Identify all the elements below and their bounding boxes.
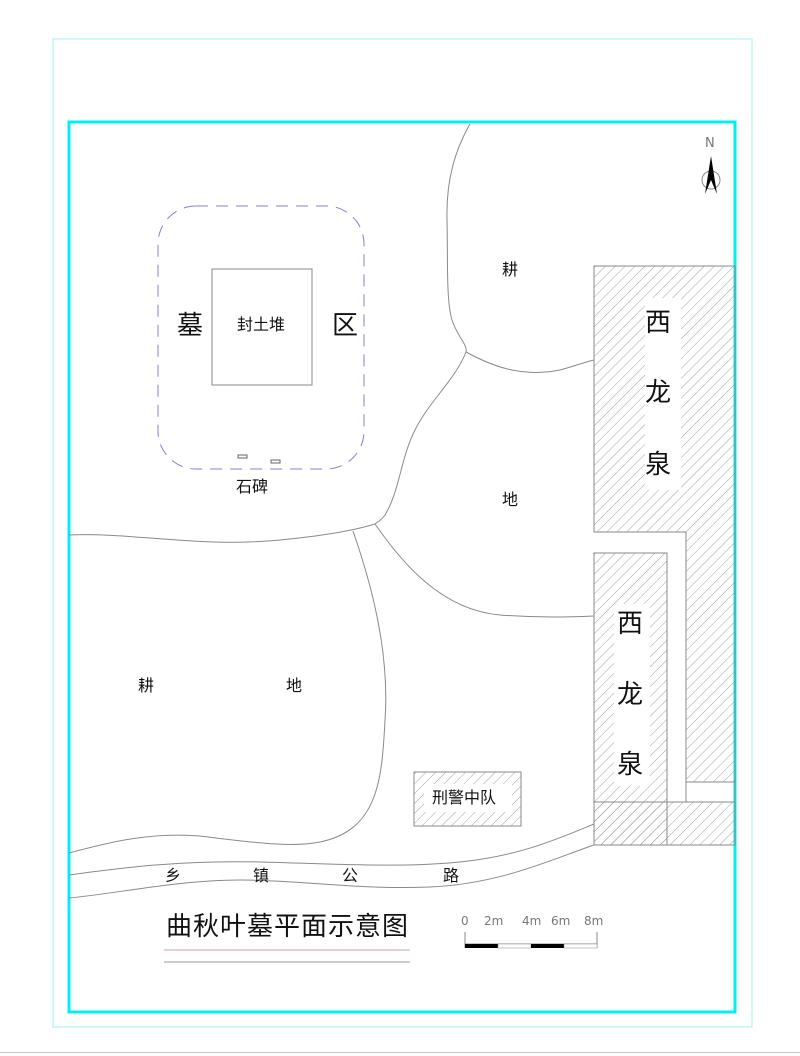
north-arrow-icon (701, 156, 721, 194)
spring-lower-char-2: 龙 (617, 680, 644, 710)
spring-upper-char-1: 西 (645, 308, 672, 338)
spring-upper-char-2: 龙 (645, 378, 672, 408)
spring-upper-area (593, 265, 736, 846)
mound-rect (211, 268, 313, 386)
mound-label: 封土堆 (237, 315, 286, 334)
scale-tick-2m: 2m (484, 914, 504, 928)
stele-marker-1 (237, 454, 248, 459)
scale-tick-6m: 6m (551, 914, 571, 928)
spring-upper-char-3: 泉 (645, 450, 672, 480)
road-char-2: 镇 (253, 866, 270, 885)
scale-bar (464, 932, 598, 949)
scale-tick-4m: 4m (522, 914, 542, 928)
outer-frame (52, 38, 753, 1028)
farmland-ne-bottom: 地 (502, 490, 519, 509)
police-station-label: 刑警中队 (432, 788, 497, 807)
spring-lower-char-3: 泉 (617, 750, 644, 780)
tomb-area-label-left: 墓 (177, 311, 204, 341)
spring-lower-char-1: 西 (617, 609, 644, 639)
page-bottom-rule (0, 1052, 800, 1053)
stele-marker-2 (270, 459, 281, 464)
farmland-sw-right: 地 (286, 676, 303, 695)
scale-tick-0: 0 (461, 914, 469, 928)
farmland-ne-top: 耕 (502, 260, 519, 279)
road-char-4: 路 (443, 866, 460, 885)
north-label: N (705, 136, 715, 151)
road-char-3: 公 (342, 866, 359, 885)
scale-tick-8m: 8m (584, 914, 604, 928)
farmland-sw-left: 耕 (138, 676, 155, 695)
tomb-area-label-right: 区 (332, 311, 359, 341)
map-title: 曲秋叶墓平面示意图 (166, 912, 410, 942)
road-char-1: 乡 (165, 866, 182, 885)
tomb-boundary (157, 205, 365, 470)
field-boundaries (68, 123, 595, 899)
stele-label: 石碑 (236, 477, 269, 496)
